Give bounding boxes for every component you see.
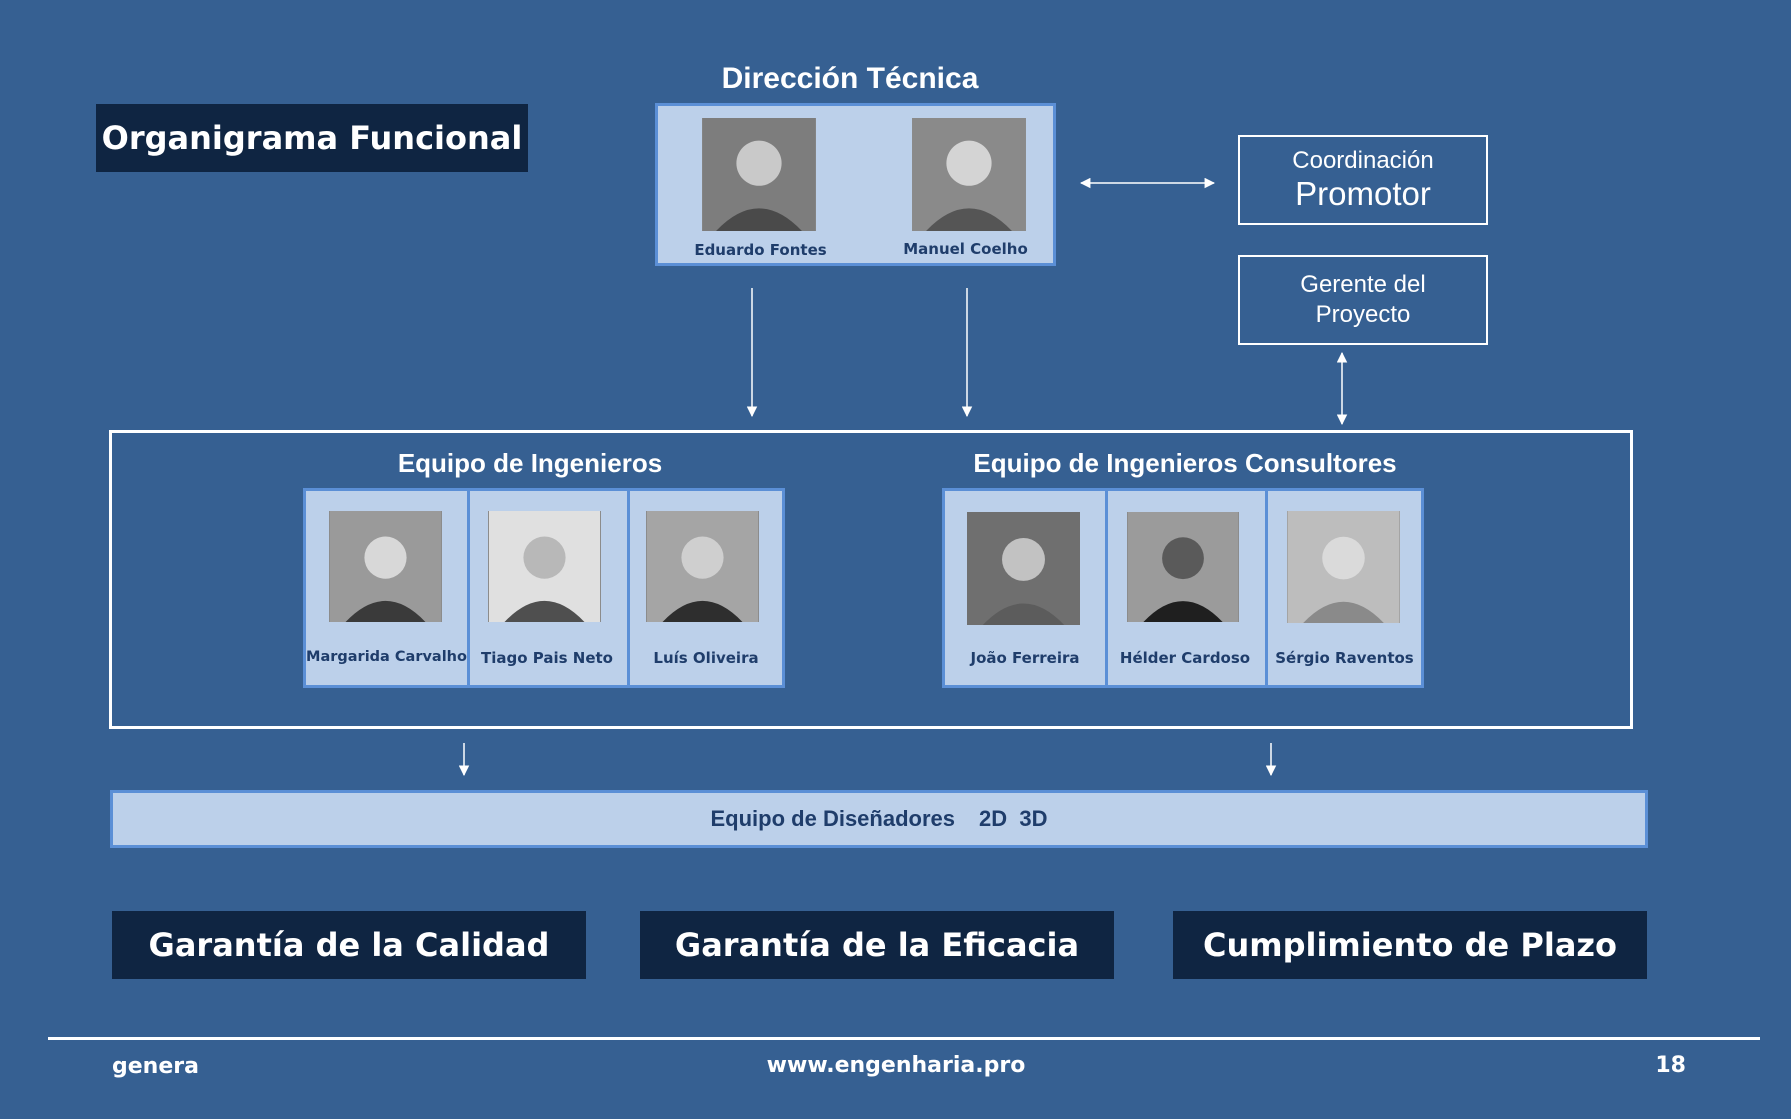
pillar-efficacy: Garantía de la Eficacia: [640, 911, 1114, 979]
person-photo-icon: [1287, 511, 1400, 623]
designers-label: Equipo de Diseñadores: [710, 806, 956, 831]
member-name: João Ferreira: [970, 649, 1080, 667]
person-photo-icon: [647, 511, 758, 622]
designers-tag: 2D 3D: [979, 806, 1048, 831]
person-photo-icon: [330, 511, 441, 622]
person-photo-icon: [489, 511, 600, 622]
avatar: [912, 118, 1026, 231]
direction-title: Dirección Técnica: [721, 62, 979, 95]
team-member-card: Margarida Carvalho: [306, 491, 470, 685]
engineers-title: Equipo de Ingenieros: [397, 448, 663, 478]
team-member-card: João Ferreira: [945, 491, 1108, 685]
direction-panel: Eduardo Fontes Manuel Coelho: [655, 103, 1056, 266]
person-photo-icon: [967, 512, 1080, 625]
avatar: [1287, 511, 1400, 623]
team-member-card: Tiago Pais Neto: [467, 491, 630, 685]
engineers-panel: Margarida Carvalho Tiago Pais Neto Luís …: [303, 488, 785, 688]
pillar-deadline: Cumplimiento de Plazo: [1173, 911, 1647, 979]
member-name: Margarida Carvalho: [306, 649, 467, 665]
consultants-panel: João Ferreira Hélder Cardoso Sérgio Rave…: [942, 488, 1424, 688]
footer-brand: genera: [112, 1054, 199, 1079]
manager-line2: Proyecto: [1315, 301, 1411, 328]
team-member-card: Sérgio Raventos: [1265, 491, 1424, 685]
manager-line1: Gerente del: [1300, 271, 1426, 298]
avatar: [329, 511, 442, 622]
manager-box: Gerente del Proyecto: [1238, 255, 1488, 345]
coordination-line2: Promotor: [1295, 175, 1431, 212]
slide-title: Organigrama Funcional: [96, 104, 528, 172]
avatar: [967, 512, 1080, 625]
team-member-card: Hélder Cardoso: [1105, 491, 1268, 685]
footer-divider: [48, 1037, 1760, 1040]
pillar-quality: Garantía de la Calidad: [112, 911, 586, 979]
member-name: Manuel Coelho: [903, 240, 1028, 258]
member-name: Eduardo Fontes: [694, 241, 827, 259]
person-photo-icon: [1128, 512, 1238, 622]
member-name: Sérgio Raventos: [1275, 649, 1414, 667]
person-photo-icon: [702, 118, 816, 231]
member-name: Tiago Pais Neto: [481, 649, 613, 667]
page-number: 18: [1655, 1053, 1686, 1078]
avatar: [646, 511, 759, 622]
person-photo-icon: [912, 118, 1026, 231]
designers-bar: Equipo de Diseñadores 2D 3D: [110, 790, 1648, 848]
footer-url[interactable]: www.engenharia.pro: [766, 1053, 1026, 1078]
coordination-line1: Coordinación: [1292, 147, 1434, 174]
team-member-card: Luís Oliveira: [627, 491, 785, 685]
avatar: [702, 118, 816, 231]
consultants-title: Equipo de Ingenieros Consultores: [973, 448, 1397, 478]
member-name: Luís Oliveira: [653, 649, 759, 667]
avatar: [488, 511, 601, 622]
coordination-box: Coordinación Promotor: [1238, 135, 1488, 225]
teams-container: [109, 430, 1633, 729]
avatar: [1127, 512, 1239, 622]
member-name: Hélder Cardoso: [1119, 649, 1251, 667]
